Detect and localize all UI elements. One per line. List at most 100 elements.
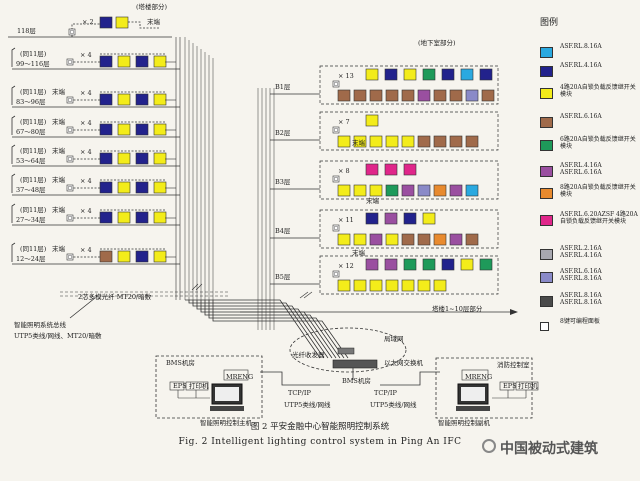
module-block	[385, 89, 399, 102]
module-block	[465, 233, 479, 246]
keypad-panel	[332, 224, 340, 232]
module-block	[99, 181, 113, 194]
tower-row-multiplier: × 4	[80, 177, 92, 185]
bms-eps-label: EPS	[173, 382, 187, 390]
basement-multiplier: × 8	[338, 167, 350, 175]
legend-item: 8路20A自锁负载反馈继开关模块	[540, 184, 638, 206]
basement-floor-label: B3层	[275, 178, 291, 186]
tower-row-bracket: (同11层)	[20, 118, 47, 126]
top-floor-multiplier: × 2	[82, 18, 94, 26]
module-block	[135, 211, 149, 224]
legend-swatch	[540, 322, 549, 331]
legend-text: ASF.RL.6.20AZSF 4路20A自锁负载反馈继开关模块	[560, 211, 638, 225]
module-block	[365, 212, 379, 225]
ethernet-switch-label: 以太网交换机	[384, 359, 423, 367]
module-block	[337, 184, 351, 197]
fiber-transceiver-label: 光纤收发器	[292, 351, 325, 359]
module-block	[153, 152, 167, 165]
module-block	[117, 181, 131, 194]
keypad-panel	[66, 253, 74, 261]
basement-end-label: 末端	[352, 139, 365, 147]
module-block	[385, 135, 399, 148]
module-block	[337, 135, 351, 148]
caption-en: Fig. 2 Intelligent lighting control syst…	[178, 437, 462, 447]
module-block	[135, 55, 149, 68]
module-block	[433, 233, 447, 246]
module-block	[401, 135, 415, 148]
legend-text: ASF.RL.6.16A ASF.RL.8.16A	[560, 268, 602, 282]
tcpip-left-label: TCP/IP	[288, 389, 311, 397]
module-block	[353, 89, 367, 102]
keypad-panel	[332, 175, 340, 183]
ethernet-switch	[332, 359, 378, 369]
module-block	[99, 123, 113, 136]
module-block	[449, 233, 463, 246]
module-block	[422, 258, 436, 271]
module-block	[369, 233, 383, 246]
tower-row-floors: 37～48层	[16, 186, 46, 194]
legend-item: ASF.RL.2.16A ASF.RL.4.16A	[540, 245, 638, 267]
watermark: 中国被动式建筑	[500, 441, 598, 457]
module-block	[353, 233, 367, 246]
tower-row-end-label: 末端	[52, 206, 65, 214]
tower-row-bracket: (同11层)	[20, 176, 47, 184]
module-block	[401, 89, 415, 102]
module-block	[417, 279, 431, 292]
tower-row-end-label: 末端	[52, 147, 65, 155]
module-block	[99, 250, 113, 263]
module-block	[353, 135, 367, 148]
basement-floor-label: B5层	[275, 273, 291, 281]
legend-text: 4路20A自锁负载反馈继开关模块	[560, 84, 636, 98]
module-block	[449, 89, 463, 102]
tower-row-multiplier: × 4	[80, 246, 92, 254]
bms-host-label: 智能照明控制主机	[200, 419, 252, 427]
module-block	[403, 212, 417, 225]
module-block	[465, 184, 479, 197]
utp-left-label: UTP5类线/网线	[284, 401, 331, 409]
fiber-note: 2芯多模光纤 MT20/暗敷	[78, 293, 152, 301]
tower-row-end-label: 末端	[52, 176, 65, 184]
tower-row-bracket: (同11层)	[20, 50, 47, 58]
wechat-icon	[482, 439, 496, 453]
basement-end-label: 末端	[352, 249, 365, 257]
keypad-panel	[66, 58, 74, 66]
module-block	[384, 258, 398, 271]
module-block	[385, 184, 399, 197]
keypad-panel	[332, 126, 340, 134]
module-block	[417, 135, 431, 148]
module-block	[337, 279, 351, 292]
basement-multiplier: × 13	[338, 72, 354, 80]
module-block	[433, 279, 447, 292]
module-block	[460, 258, 474, 271]
legend-text: ASF.RL.6.16A	[560, 113, 602, 120]
module-block	[353, 184, 367, 197]
module-block	[403, 163, 417, 176]
tower-row-end-label: 末端	[52, 118, 65, 126]
module-block	[384, 212, 398, 225]
module-block	[99, 211, 113, 224]
module-block	[135, 93, 149, 106]
module-block	[337, 233, 351, 246]
legend-item: ASF.RL.4.16A	[540, 62, 638, 84]
module-block	[433, 135, 447, 148]
module-block	[99, 152, 113, 165]
module-block	[99, 93, 113, 106]
legend-text: ASF.RL.4.16A ASF.RL.6.16A	[560, 162, 602, 176]
tower-row-bracket: (同11层)	[20, 147, 47, 155]
tower-row-multiplier: × 4	[80, 51, 92, 59]
caption-cn: 图 2 平安金融中心智能照明控制系统	[250, 422, 390, 432]
module-block	[449, 135, 463, 148]
legend-text: ASF.RL.8.16A ASF.RL.8.16A	[560, 292, 602, 306]
legend-text: 8键可编程面板	[560, 318, 600, 325]
basement-floor-label: B2层	[275, 129, 291, 137]
module-block	[117, 250, 131, 263]
bms-mreng-label: MRENG	[226, 373, 254, 381]
legend-text: 8路20A自锁负载反馈继开关模块	[560, 184, 636, 198]
legend-swatch	[540, 117, 553, 128]
module-block	[117, 152, 131, 165]
module-block	[479, 68, 493, 81]
tcpip-right-label: TCP/IP	[374, 389, 397, 397]
legend-text: 6路20A自锁负载反馈继开关模块	[560, 136, 636, 150]
tower-row-floors: 99～116层	[16, 60, 50, 68]
